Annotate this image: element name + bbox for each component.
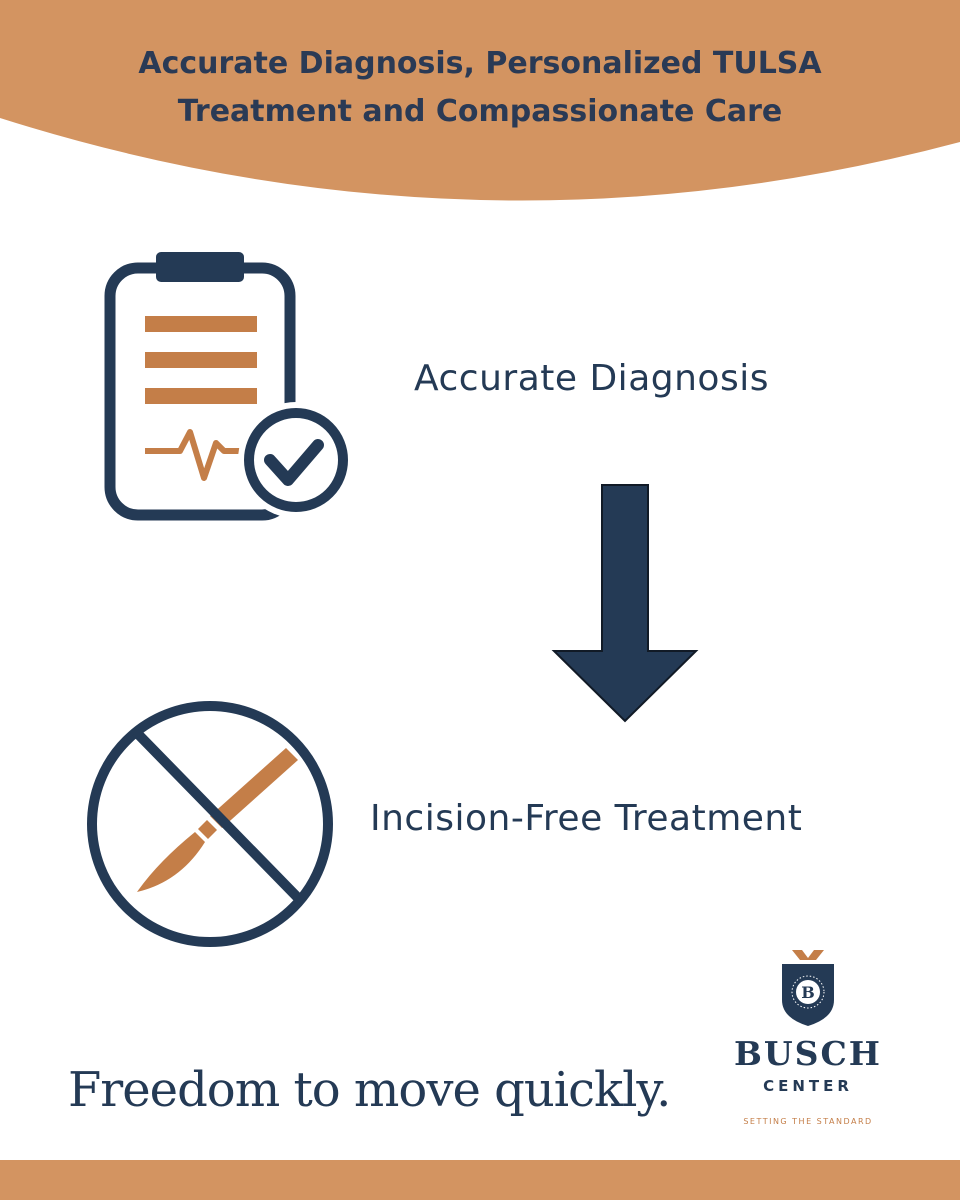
logo-name: BUSCH: [734, 1034, 882, 1073]
footer-band: [0, 1160, 960, 1200]
crest-initial: B: [801, 983, 815, 1002]
logo-subname: CENTER: [763, 1077, 853, 1095]
step-label-incision-free-treatment: Incision-Free Treatment: [370, 798, 803, 839]
logo-tagline: SETTING THE STANDARD: [743, 1117, 873, 1126]
page-title-line-1: Accurate Diagnosis, Personalized TULSA: [138, 46, 822, 81]
page-title: Accurate Diagnosis, Personalized TULSA T…: [0, 40, 960, 136]
clipboard-check-icon: [104, 252, 350, 521]
crest-icon: B: [782, 950, 834, 1026]
step-label-accurate-diagnosis: Accurate Diagnosis: [414, 358, 769, 399]
page-title-line-2: Treatment and Compassionate Care: [177, 94, 783, 129]
arrow-down-icon: [551, 484, 699, 723]
tagline: Freedom to move quickly.: [68, 1062, 671, 1118]
header-band: [0, 0, 960, 201]
scalpel-icon: [137, 748, 298, 892]
no-scalpel-icon: [87, 701, 333, 947]
busch-center-logo: B BUSCH CENTER SETTING THE STANDARD: [718, 944, 898, 1134]
